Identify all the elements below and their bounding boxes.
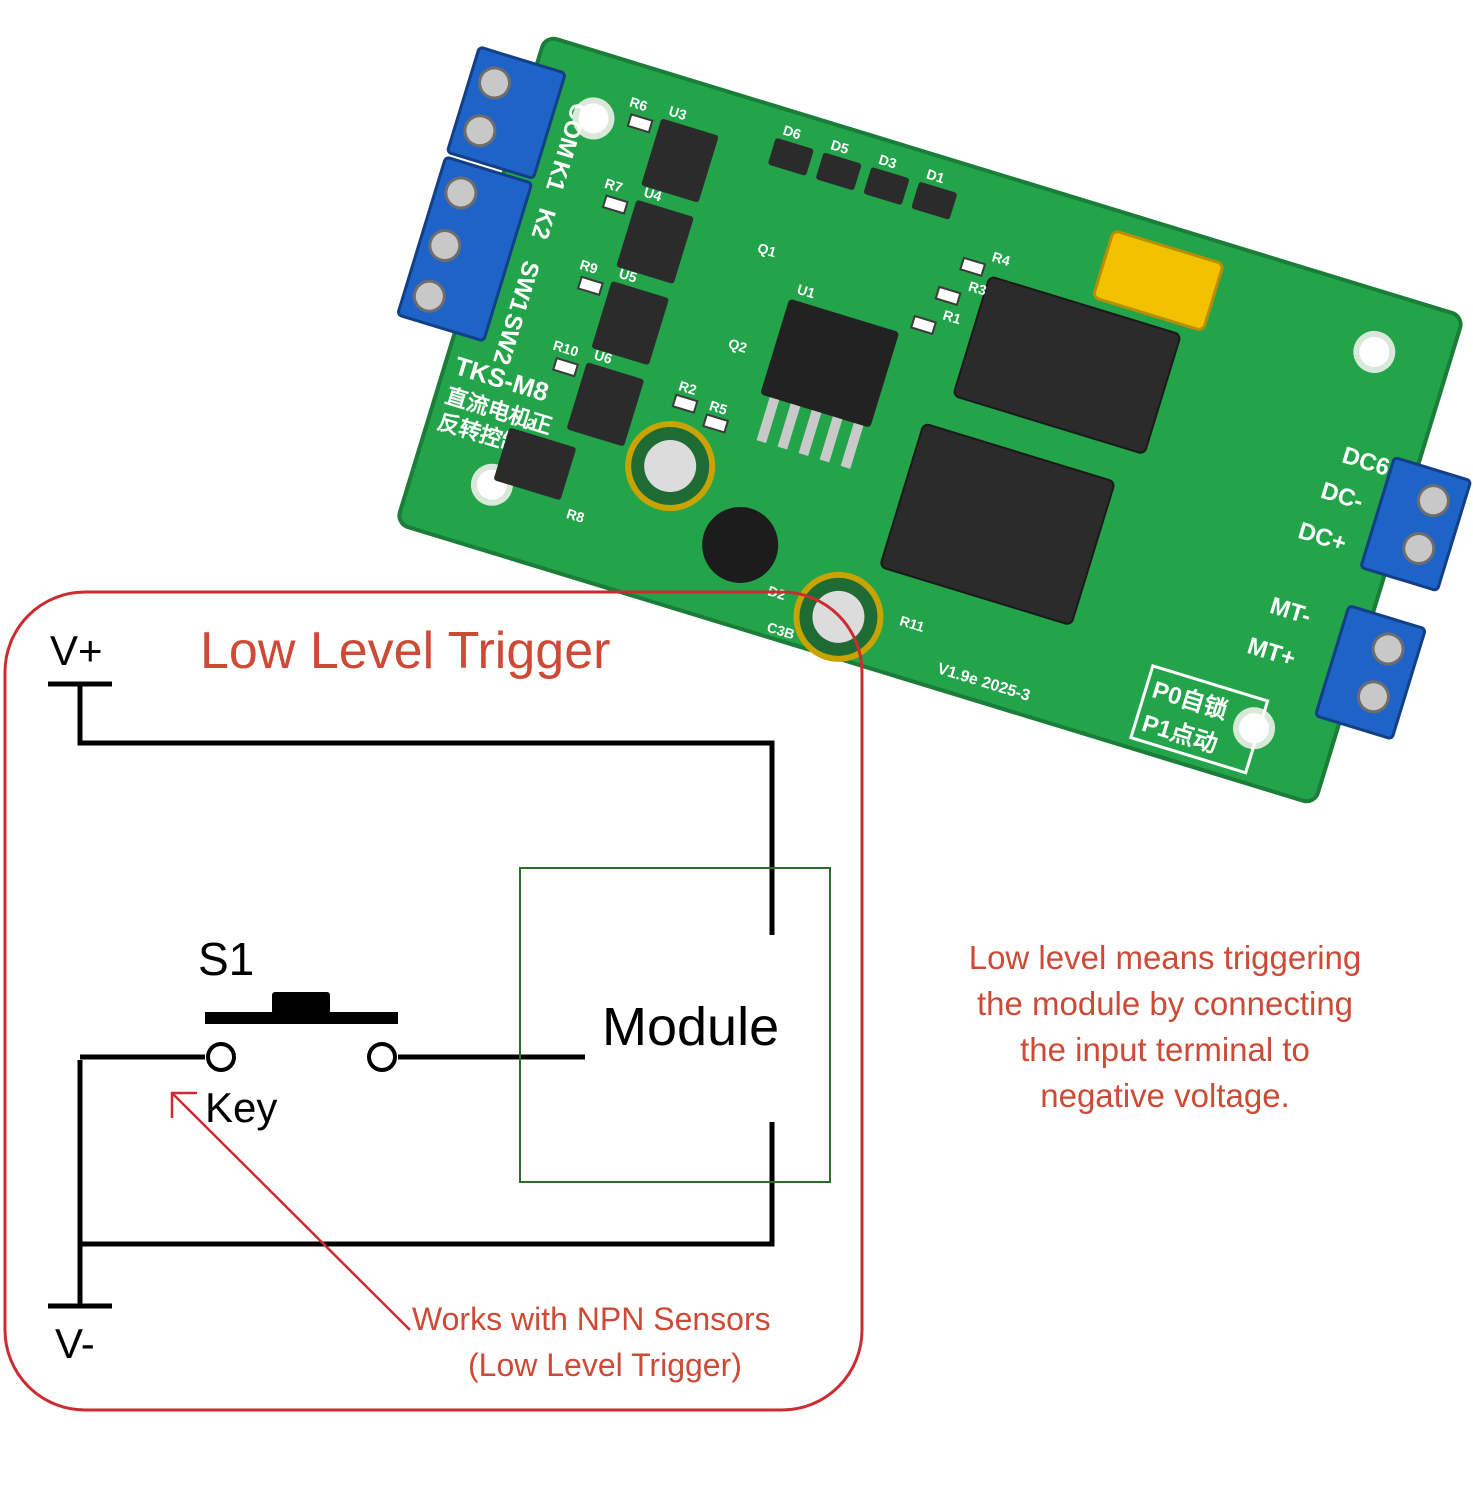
svg-text:U5: U5: [617, 265, 639, 286]
svg-text:C3B: C3B: [765, 619, 796, 642]
svg-text:U3: U3: [667, 103, 689, 124]
voltage-regulator: [756, 299, 899, 469]
svg-text:D3: D3: [877, 151, 899, 172]
svg-text:R9: R9: [578, 256, 600, 277]
mode-label-box: [1129, 664, 1270, 775]
svg-text:R11: R11: [898, 612, 927, 635]
component-labels: D6 D5 D3 D1 R6 U3 R7 U4 R9 U5 R10 U6 Q1 …: [515, 94, 1012, 643]
trigger-description: Low level means triggering the module by…: [930, 935, 1400, 1119]
svg-text:R4: R4: [990, 249, 1012, 270]
npn-note-line2: (Low Level Trigger): [468, 1347, 742, 1383]
svg-text:R10: R10: [551, 337, 580, 360]
module-label: Module: [602, 997, 779, 1057]
smd-resistors: [552, 113, 987, 434]
description-line-2: the module by connecting: [976, 985, 1354, 1022]
svg-text:R3: R3: [967, 278, 989, 299]
relays: [880, 276, 1181, 625]
svg-text:Q2: Q2: [726, 335, 749, 356]
svg-text:U6: U6: [592, 346, 614, 367]
description-line-3: the input terminal to: [1020, 1031, 1310, 1068]
svg-text:R8: R8: [565, 505, 587, 526]
schematic-title: Low Level Trigger: [200, 622, 610, 680]
fuse: [1092, 230, 1224, 331]
key-label: Key: [205, 1084, 277, 1131]
optocouplers: [567, 119, 719, 446]
svg-text:R1: R1: [941, 307, 963, 328]
vplus-label: V+: [50, 627, 103, 674]
vminus-label: V-: [55, 1320, 95, 1367]
push-button-switch: [205, 992, 398, 1072]
svg-text:R6: R6: [628, 94, 650, 115]
circuit-wires: [77, 684, 775, 1305]
svg-text:R2: R2: [677, 378, 699, 399]
svg-text:U1: U1: [795, 281, 817, 302]
pcb-module: COM K1 K2 SW1 SW2 TKS-M8 直流电机正 反转控制器: [397, 36, 1472, 804]
schematic-frame: [3, 590, 864, 1412]
u2-chip: [494, 428, 576, 500]
inductor: [702, 506, 779, 583]
svg-text:Q1: Q1: [756, 240, 779, 261]
svg-text:D6: D6: [781, 122, 803, 143]
input-terminal-block: [397, 46, 566, 342]
module-box: [519, 867, 831, 1183]
switch-label: S1: [198, 933, 254, 985]
svg-text:R7: R7: [603, 175, 625, 196]
npn-arrow: [170, 1091, 411, 1331]
svg-text:R5: R5: [707, 397, 729, 418]
schematic: Low Level Trigger V+ V- Module S1 Key: [3, 590, 864, 1412]
svg-text:U2: U2: [515, 412, 537, 433]
npn-note-line1: Works with NPN Sensors: [412, 1301, 771, 1337]
description-line-1: Low level means triggering: [968, 939, 1362, 976]
svg-text:D1: D1: [925, 166, 947, 187]
mounting-holes: [470, 97, 1396, 750]
diodes: [768, 138, 957, 220]
svg-text:D5: D5: [829, 136, 851, 157]
capacitors: [625, 421, 884, 662]
svg-text:U4: U4: [642, 184, 664, 205]
description-line-4: negative voltage.: [1040, 1077, 1290, 1114]
output-terminal-block: [1314, 456, 1472, 740]
